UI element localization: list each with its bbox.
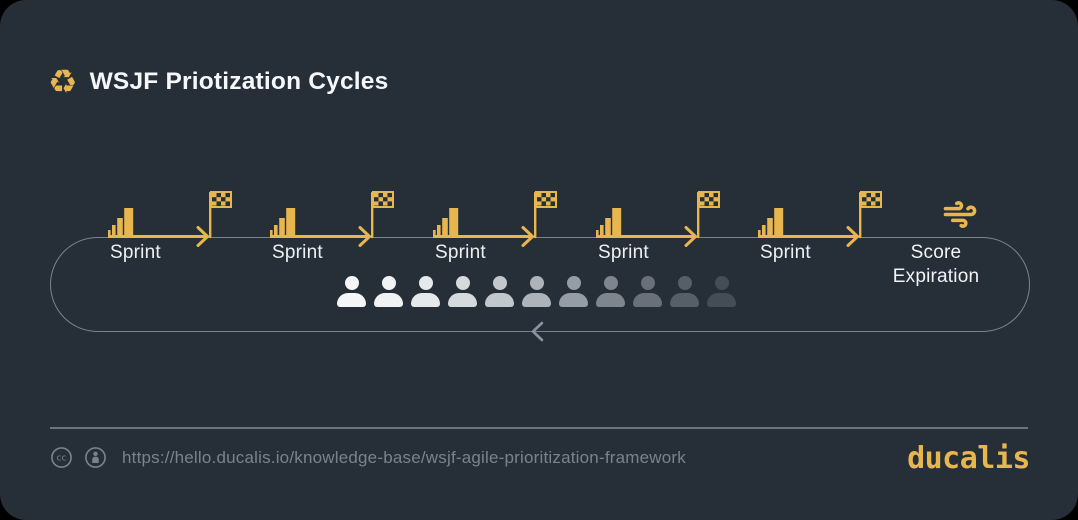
sprint-label: Sprint [272, 242, 323, 263]
cycle-loop-outline [50, 237, 1030, 332]
footer-divider [50, 427, 1028, 429]
person-icon [559, 276, 588, 307]
svg-text:cc: cc [57, 454, 67, 464]
cc-icon: cc [51, 447, 72, 468]
footer-license-row: cc https://hello.ducalis.io/knowledge-ba… [50, 446, 686, 469]
score-expiration-line1: Score [910, 242, 962, 263]
source-url: https://hello.ducalis.io/knowledge-base/… [122, 447, 686, 467]
attribution-icon [85, 447, 106, 468]
header: ♻ WSJF Priotization Cycles [48, 64, 388, 100]
person-icon [374, 276, 403, 307]
sprint-label: Sprint [110, 242, 161, 263]
sprint-unit: Sprint [108, 184, 238, 266]
person-icon [485, 276, 514, 307]
team-fade-row [337, 276, 736, 307]
person-icon [633, 276, 662, 307]
sprint-unit: Sprint [596, 184, 726, 266]
score-expiration-line2: Expiration [892, 265, 980, 287]
cycle-return-chevron-icon [531, 321, 544, 342]
person-icon [596, 276, 625, 307]
person-icon [707, 276, 736, 307]
person-icon [670, 276, 699, 307]
sprint-label: Sprint [598, 242, 649, 263]
person-icon [448, 276, 477, 307]
sprint-label: Sprint [435, 242, 486, 263]
sprint-unit: Sprint [270, 184, 400, 266]
page-title: WSJF Priotization Cycles [89, 68, 389, 95]
sprint-label: Sprint [760, 242, 811, 263]
score-expiration-label: Score Expiration [850, 241, 1022, 288]
person-icon [411, 276, 440, 307]
person-icon [522, 276, 551, 307]
recycle-icon: ♻ [48, 62, 78, 101]
ducalis-logo: ducalis [907, 441, 1030, 476]
sprint-unit: Sprint [433, 184, 563, 266]
wind-icon [943, 201, 977, 228]
person-icon [337, 276, 366, 307]
sprint-unit: Sprint [758, 184, 888, 266]
